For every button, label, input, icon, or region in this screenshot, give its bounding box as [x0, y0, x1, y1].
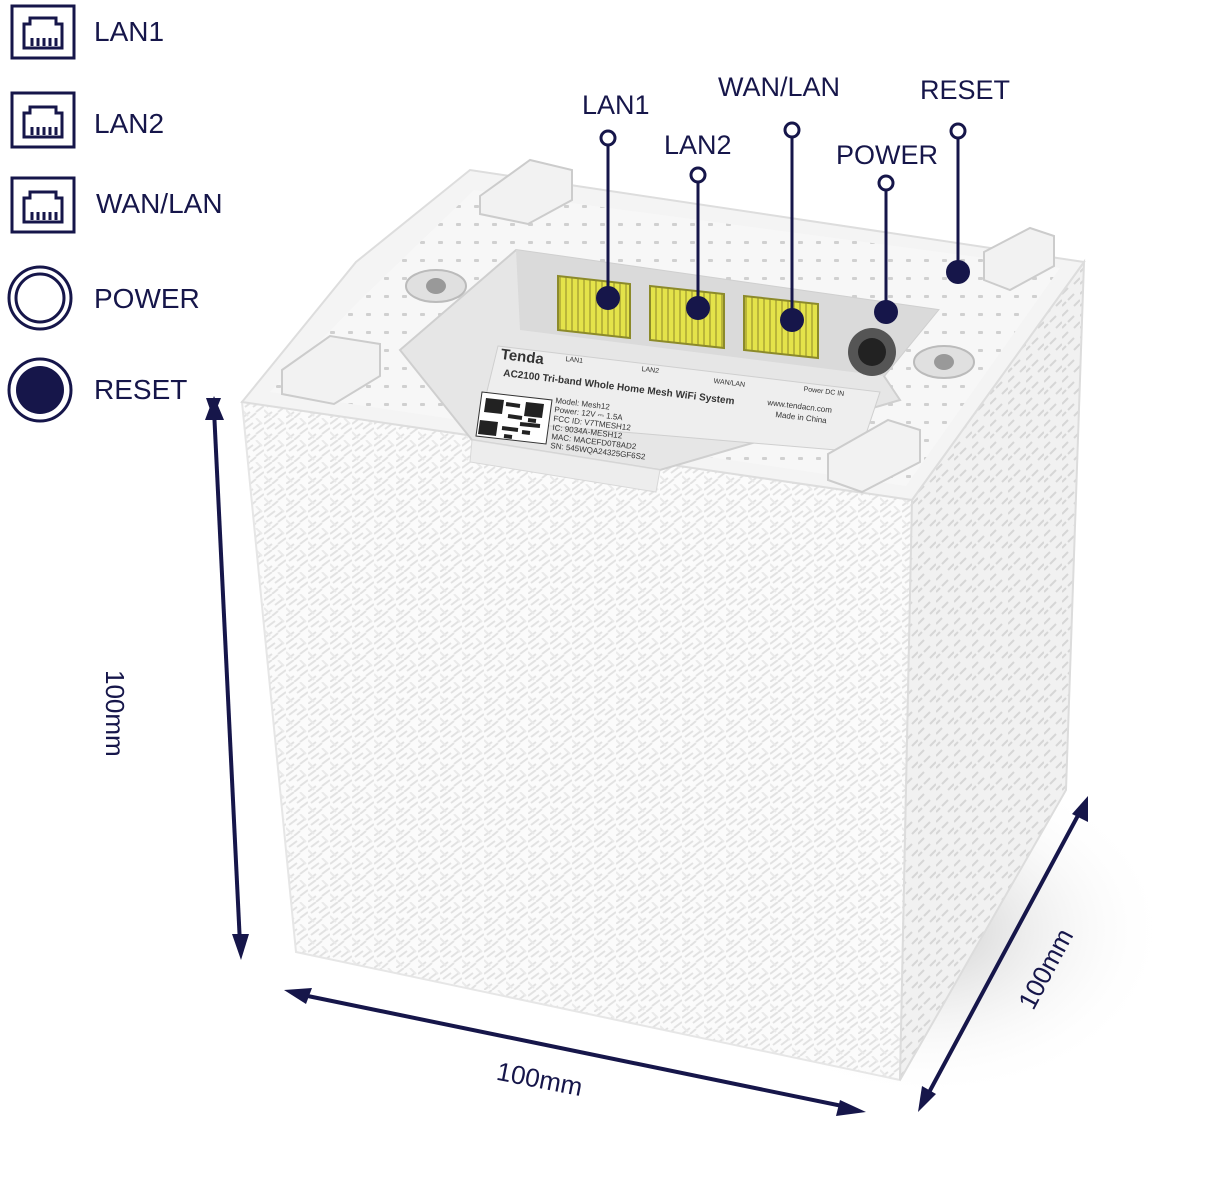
callout-label-lan2: LAN2: [664, 130, 732, 160]
qr-code: [475, 391, 553, 445]
callout-lan2: [686, 166, 710, 320]
legend-label-reset: RESET: [94, 374, 188, 405]
legend-lan1-icon: [10, 4, 76, 60]
keyhole-mounts: [405, 269, 975, 379]
legend-label-power: POWER: [94, 283, 200, 314]
legend-lan2-icon: [10, 91, 76, 149]
power-jack[interactable]: [848, 328, 896, 376]
callout-wanlan: [780, 121, 804, 332]
legend-power-icon: [7, 265, 73, 331]
legend-label-lan2: LAN2: [94, 108, 165, 139]
height-dimension-label: 100mm: [100, 670, 130, 757]
callout-lan1: [596, 129, 620, 310]
width-dimension-arrow: [284, 988, 866, 1116]
callout-label-power: POWER: [836, 140, 939, 170]
legend-reset-icon: [7, 357, 73, 423]
legend-label-lan1: LAN1: [94, 16, 165, 47]
front-notch: [469, 439, 661, 493]
height-dimension-arrow: [205, 396, 249, 960]
callout-label-lan1: LAN1: [582, 90, 650, 120]
callout-reset: [946, 122, 970, 284]
legend-label-wanlan: WAN/LAN: [96, 188, 223, 219]
lan2-port[interactable]: [649, 284, 725, 350]
wanlan-port[interactable]: [743, 294, 819, 360]
callout-label-reset: RESET: [920, 75, 1011, 105]
cube-front-face: [240, 400, 914, 1082]
legend-wanlan-icon: [10, 176, 76, 234]
callout-power: [874, 174, 898, 324]
port-wall: [516, 250, 938, 376]
lan1-port[interactable]: [557, 274, 631, 340]
rubber-feet: [281, 158, 1055, 494]
callout-label-wanlan: WAN/LAN: [718, 72, 841, 102]
depth-dimension-arrow: [918, 796, 1088, 1112]
